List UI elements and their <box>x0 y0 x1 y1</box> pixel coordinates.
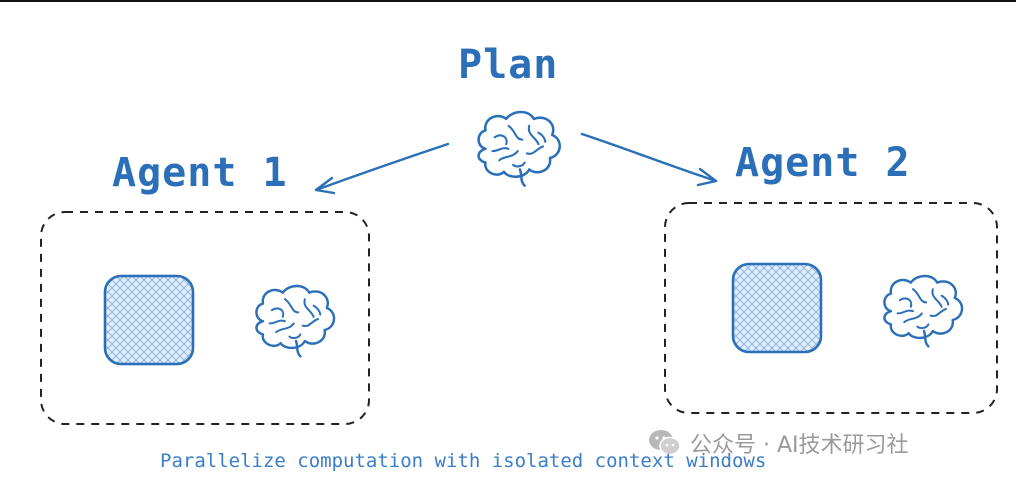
watermark-text: 公众号 · AI技术研习社 <box>690 433 909 458</box>
top-border <box>0 0 1016 2</box>
diagram-caption: Parallelize computation with isolated co… <box>160 450 767 472</box>
agent1-label: Agent 1 <box>112 150 288 196</box>
plan-brain-icon <box>477 110 562 187</box>
agent1-context-box <box>40 211 370 425</box>
agent2-context-box <box>664 202 998 414</box>
arrow-to-agent2 <box>580 132 718 187</box>
agent2-context-block-icon <box>731 262 823 354</box>
agent2-label: Agent 2 <box>735 140 911 186</box>
arrow-to-agent1 <box>314 142 450 195</box>
watermark: 公众号 · AI技术研习社 <box>648 425 909 461</box>
agent1-brain-icon <box>255 284 336 358</box>
agent1-context-block-icon <box>103 274 195 366</box>
plan-label: Plan <box>458 42 559 88</box>
agent2-brain-icon <box>883 274 964 348</box>
wechat-icon <box>649 430 681 456</box>
